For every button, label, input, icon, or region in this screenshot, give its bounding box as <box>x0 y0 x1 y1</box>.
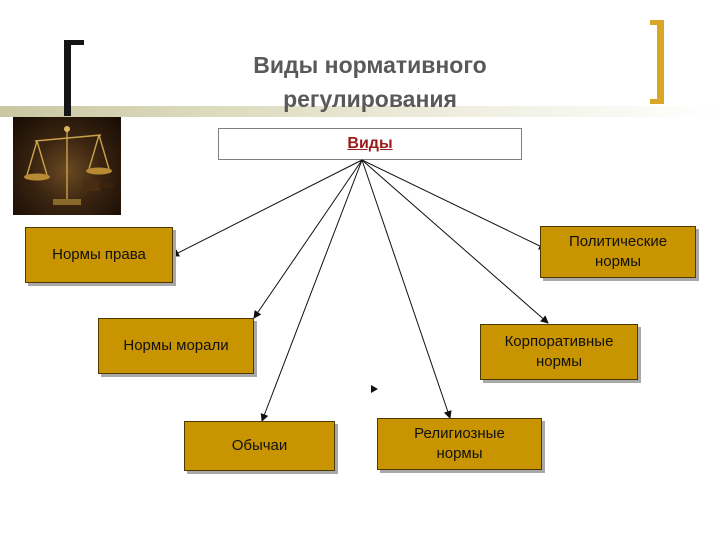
root-node-label: Виды <box>347 135 393 152</box>
stray-arrowhead-mark <box>371 385 378 393</box>
right-bracket-vertical <box>657 20 664 104</box>
node-corporate-norms-line2: нормы <box>535 353 583 370</box>
node-religious-norms: Религиозные нормы <box>377 418 542 470</box>
node-religious-norms-line1: Религиозные <box>414 425 505 442</box>
arrow-to-corporate <box>361 159 549 324</box>
node-norms-of-morality: Нормы морали <box>98 318 254 374</box>
arrow-to-morality <box>253 159 363 319</box>
scales-icon <box>24 126 113 205</box>
node-customs-label: Обычаи <box>231 437 288 454</box>
node-political-norms: Политические нормы <box>540 226 696 278</box>
right-bracket-top <box>650 20 664 25</box>
right-bracket-bottom <box>650 99 664 104</box>
arrow-to-political <box>361 159 547 250</box>
scales-of-justice-image <box>13 117 121 215</box>
node-political-norms-line1: Политические <box>568 233 668 250</box>
header-gradient-bar <box>0 106 720 117</box>
node-religious-norms-line2: нормы <box>436 445 483 462</box>
left-bracket-vertical <box>64 40 71 116</box>
arrow-to-religious <box>361 159 452 419</box>
title-line-2: регулирования <box>283 86 457 112</box>
slide-title: Виды нормативного регулирования <box>190 48 550 116</box>
left-bracket-top <box>64 40 84 45</box>
node-norms-of-law: Нормы права <box>25 227 173 283</box>
node-norms-of-law-label: Нормы права <box>52 246 146 263</box>
node-norms-of-morality-label: Нормы морали <box>123 337 229 354</box>
node-political-norms-line2: нормы <box>594 253 642 270</box>
node-customs: Обычаи <box>184 421 335 471</box>
node-corporate-norms-line1: Корпоративные <box>504 333 614 350</box>
arrow-to-law <box>171 159 363 257</box>
arrow-to-customs <box>260 159 363 422</box>
root-node: Виды <box>218 128 522 160</box>
title-line-1: Виды нормативного <box>253 52 487 78</box>
node-corporate-norms: Корпоративные нормы <box>480 324 638 380</box>
